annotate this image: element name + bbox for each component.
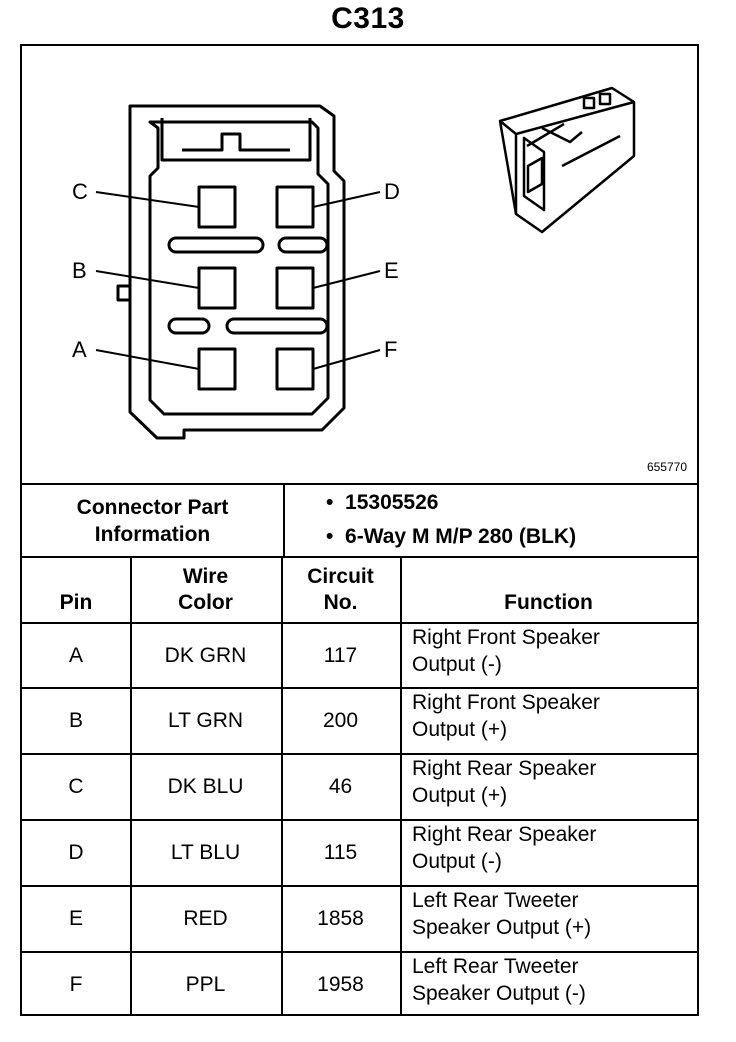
pin-cell: F [69, 972, 83, 996]
pin-cell: C [68, 775, 84, 798]
rule-header-bottom [22, 622, 697, 624]
part-info-label: Connector Part Information [22, 485, 283, 556]
col-divider-circuit [400, 558, 402, 1016]
header-circuit-line1: Circuit [307, 565, 374, 588]
cavity-C [197, 185, 237, 229]
function-line2: Output (-) [412, 850, 502, 873]
function-line1: Right Front Speaker [412, 691, 600, 714]
bullet: • [326, 525, 334, 548]
housing-latch [160, 118, 312, 162]
header-pin: Pin [59, 591, 93, 614]
col-divider-color [281, 558, 283, 1016]
row-divider [22, 951, 697, 953]
function-line1: Left Rear Tweeter [412, 889, 579, 912]
cavity-D [275, 185, 315, 229]
cavity-F [275, 347, 315, 391]
label-B: B [72, 258, 87, 283]
header-function: Function [504, 591, 593, 614]
rule-diagram-bottom [22, 483, 697, 485]
wire-color-cell: RED [183, 907, 228, 930]
leader-D [312, 191, 381, 208]
pin-cell: E [68, 907, 83, 930]
row-divider [22, 885, 697, 887]
cavity-E [275, 266, 315, 310]
function-line1: Right Rear Speaker [412, 823, 597, 846]
circuit-cell: 1858 [317, 907, 364, 930]
slot-upper-left [167, 236, 265, 254]
slot-upper-right [277, 236, 329, 254]
pin-cell: D [68, 841, 84, 864]
part-number-line: • 15305526 [326, 486, 576, 520]
function-cell: Left Rear Tweeter Speaker Output (-) [400, 953, 697, 1016]
part-description-line: • 6-Way M M/P 280 (BLK) [326, 520, 576, 554]
function-cell: Right Front Speaker Output (+) [400, 689, 697, 753]
slot-lower-left [167, 317, 211, 335]
part-number: 15305526 [345, 491, 439, 514]
circuit-cell: 117 [323, 643, 358, 667]
function-line2: Output (+) [412, 784, 508, 807]
bullet: • [326, 491, 334, 514]
header-circuit-line2: No. [323, 591, 358, 614]
header-wire-color-line2: Color [178, 591, 233, 614]
info-divider [283, 485, 285, 558]
circuit-cell: 115 [323, 841, 358, 864]
part-info-label-line2: Information [94, 522, 211, 546]
header-wire-color: Wire Color [130, 558, 281, 622]
function-cell: Right Rear Speaker Output (-) [400, 821, 697, 885]
figure-number: 655770 [646, 460, 687, 474]
connector-diagram: C D B E A F 655770 [22, 46, 697, 484]
leader-F [312, 349, 381, 370]
leader-B [95, 270, 200, 289]
wire-color-cell: LT BLU [170, 841, 241, 864]
cavity-B [197, 266, 237, 310]
circuit-cell: 46 [328, 775, 353, 798]
row-divider [22, 819, 697, 821]
connector-title: C313 [331, 2, 405, 35]
label-F: F [384, 337, 397, 362]
leader-A [95, 349, 200, 370]
wire-color-cell: LT GRN [167, 709, 244, 732]
cavity-A [197, 347, 237, 391]
connector-face-drawing: C D B E A F [72, 86, 636, 440]
housing-inner [148, 120, 330, 416]
connector-iso-view [498, 86, 636, 234]
function-line2: Output (+) [412, 718, 508, 741]
part-info-values: • 15305526 • 6-Way M M/P 280 (BLK) [326, 486, 576, 554]
housing-outer [128, 104, 346, 440]
leader-C [95, 191, 200, 208]
label-A: A [72, 337, 87, 362]
rule-info-bottom [22, 556, 697, 558]
wire-color-cell: PPL [185, 972, 226, 996]
part-description: 6-Way M M/P 280 (BLK) [345, 525, 577, 548]
function-cell: Left Rear Tweeter Speaker Output (+) [400, 887, 697, 951]
wire-color-cell: DK BLU [167, 775, 244, 798]
housing-key [116, 284, 130, 302]
wire-color-cell: DK GRN [164, 643, 247, 667]
header-wire-color-line1: Wire [182, 565, 229, 588]
header-circuit: Circuit No. [281, 558, 400, 622]
function-line2: Speaker Output (+) [412, 916, 592, 939]
part-info-label-line1: Connector Part [76, 495, 229, 519]
function-line2: Output (-) [412, 653, 502, 676]
row-divider [22, 753, 697, 755]
label-E: E [384, 258, 399, 283]
function-cell: Right Front Speaker Output (-) [400, 624, 697, 687]
function-cell: Right Rear Speaker Output (+) [400, 755, 697, 819]
function-line2: Speaker Output (-) [412, 982, 586, 1005]
function-line1: Left Rear Tweeter [412, 955, 579, 978]
label-D: D [384, 179, 400, 204]
connector-sheet: C D B E A F 655770 Connector Part Inform… [20, 44, 699, 1016]
function-line1: Right Rear Speaker [412, 757, 597, 780]
pin-cell: A [68, 643, 83, 667]
pin-cell: B [68, 709, 83, 732]
row-divider [22, 687, 697, 689]
circuit-cell: 1958 [317, 972, 364, 996]
function-line1: Right Front Speaker [412, 626, 600, 649]
leader-E [312, 270, 381, 289]
slot-lower-right [225, 317, 329, 335]
circuit-cell: 200 [322, 709, 359, 732]
label-C: C [72, 179, 88, 204]
col-divider-pin [130, 558, 132, 1016]
